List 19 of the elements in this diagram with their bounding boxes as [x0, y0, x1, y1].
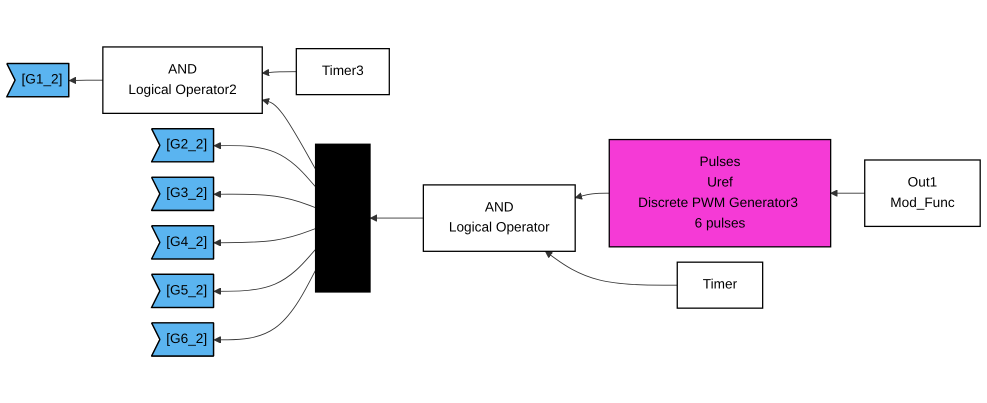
node-box: Timer3	[296, 48, 390, 96]
node-bar	[314, 144, 371, 293]
arrow	[370, 214, 424, 222]
arrow	[214, 142, 316, 188]
node-box: AND Logical Operator	[422, 184, 576, 252]
node-box: Out1 Mod_Func	[864, 159, 981, 228]
node-box: Timer	[676, 262, 764, 309]
arrow	[262, 68, 297, 76]
arrow	[214, 190, 316, 208]
arrow	[830, 189, 866, 197]
node-box: AND Logical Operator2	[102, 46, 263, 114]
arrow	[214, 249, 316, 296]
arrow	[544, 250, 678, 286]
arrow	[214, 270, 316, 344]
arrow	[574, 192, 610, 200]
arrow	[68, 76, 104, 84]
node-box: Pulses Uref Discrete PWM Generator3 6 pulses	[608, 138, 832, 248]
arrow	[262, 98, 316, 170]
arrow	[214, 228, 316, 246]
